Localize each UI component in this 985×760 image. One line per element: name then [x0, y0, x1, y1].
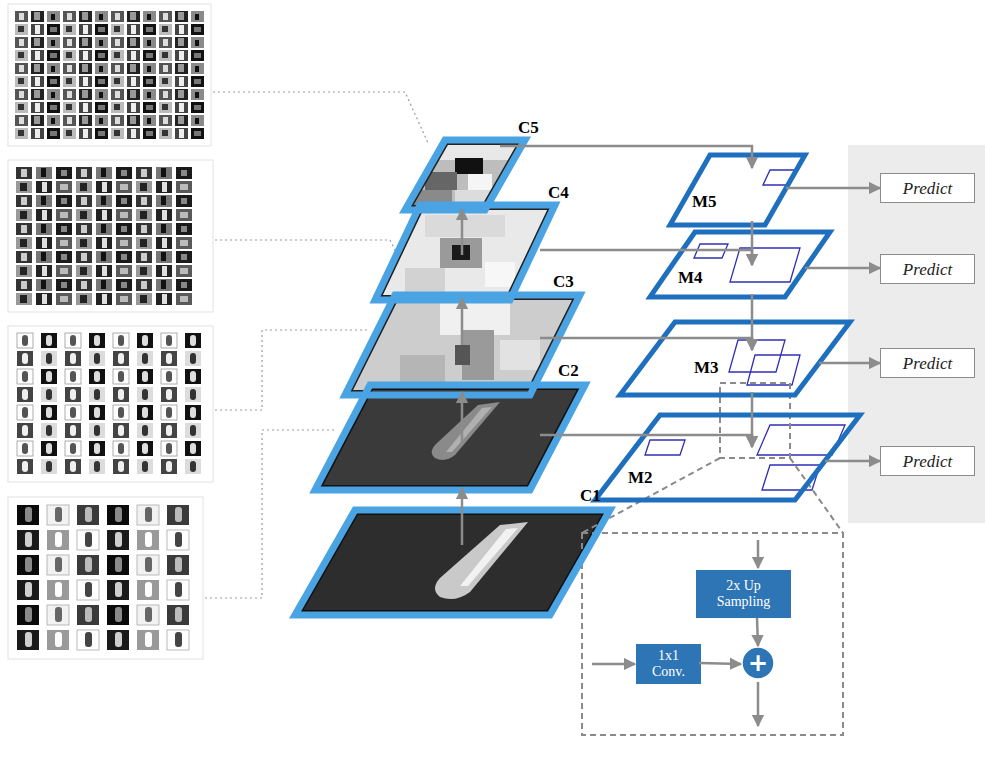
layer-border: [315, 385, 585, 490]
conv-box: 1x1 Conv.: [636, 644, 701, 684]
feature-layer: C1: [295, 510, 610, 615]
add-sign: +: [748, 651, 768, 675]
layer-outline: [315, 385, 585, 490]
layer-border: [620, 322, 850, 395]
layer-outline: [295, 510, 610, 615]
predict-box: Predict: [880, 254, 975, 284]
add-circle: +: [741, 646, 775, 680]
layer-label: C2: [558, 361, 579, 380]
layer-label: C5: [518, 118, 539, 137]
upsampling-box: 2x Up Sampling: [696, 570, 791, 618]
layer-border: [405, 140, 525, 210]
layer-border: [595, 415, 860, 500]
layer-border: [375, 205, 555, 300]
feature-layer: C2: [315, 385, 585, 490]
layer-outline: [670, 155, 805, 225]
merged-layer: M4: [650, 232, 830, 297]
flow-arrow: [819, 362, 880, 365]
predict-box: Predict: [880, 348, 975, 378]
merged-layer-fills: [595, 155, 860, 500]
merged-layer: M2: [595, 415, 860, 500]
predict-box: Predict: [880, 446, 975, 476]
layer-label: C3: [553, 272, 574, 291]
layer-label: M5: [692, 192, 717, 211]
flow-arrow: [699, 663, 741, 664]
flow-arrow: [757, 618, 758, 646]
layer-outline: [620, 322, 850, 395]
feature-layer: C5: [405, 140, 525, 210]
layer-outline: [595, 415, 860, 500]
layer-label: C4: [548, 183, 569, 202]
layer-outline: [375, 205, 555, 300]
layer-label: M4: [678, 268, 703, 287]
layer-border: [670, 155, 805, 225]
layer-border: [650, 232, 830, 297]
operation-label: 2x Up Sampling: [702, 578, 785, 610]
layer-outline: [405, 140, 525, 210]
merged-layer: M5: [670, 155, 805, 225]
predict-label: Predict: [903, 452, 952, 471]
operation-label: 1x1 Conv.: [642, 648, 695, 680]
merged-layer: M3: [620, 322, 850, 395]
feature-layer-images: [295, 138, 610, 615]
add-symbol: [742, 647, 774, 679]
flow-arrow: [751, 294, 754, 350]
flow-arrow: [540, 250, 752, 265]
predict-label: Predict: [903, 260, 952, 279]
layer-label: M2: [628, 468, 653, 487]
flow-arrow: [751, 392, 754, 447]
flow-arrow: [825, 460, 880, 463]
predict-label: Predict: [903, 354, 952, 373]
flow-arrow: [540, 338, 752, 350]
filter-thumbnails: [8, 4, 213, 659]
feature-layer: C4: [375, 205, 555, 300]
layer-border: [295, 510, 610, 615]
predict-box: Predict: [880, 173, 975, 203]
flow-arrow: [461, 488, 464, 545]
layer-border: [345, 295, 580, 395]
inset-wires: [592, 540, 758, 726]
predict-panel: [848, 145, 985, 523]
predict-label: Predict: [903, 179, 952, 198]
layer-outline: [650, 232, 830, 297]
flow-arrow: [751, 221, 754, 265]
flow-arrow: [786, 187, 880, 190]
flow-arrow: [461, 209, 464, 255]
flow-arrow: [461, 298, 464, 345]
layer-label: M3: [694, 358, 719, 377]
layer-label: C1: [580, 486, 601, 505]
flow-arrow: [461, 392, 464, 445]
flow-arrow: [805, 267, 880, 270]
